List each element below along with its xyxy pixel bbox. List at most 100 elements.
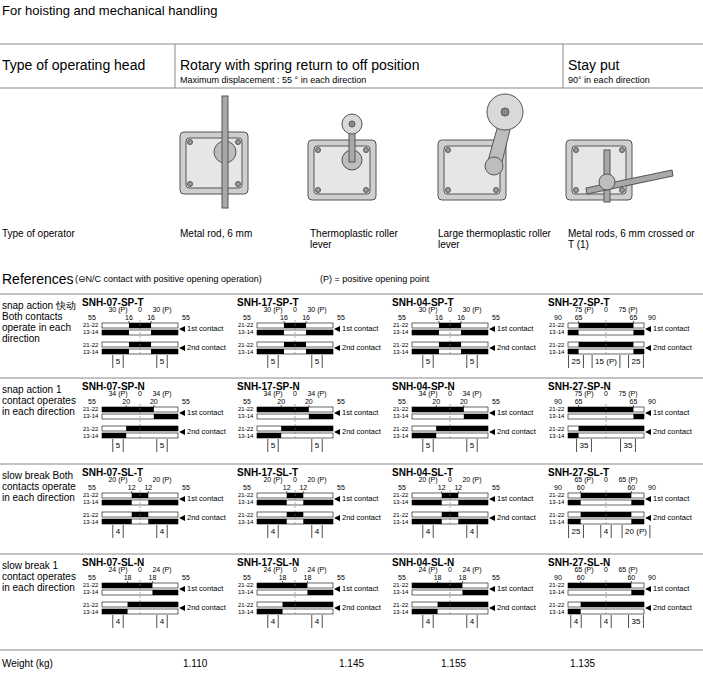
contact-diagram bbox=[102, 320, 185, 356]
zero-position-line bbox=[295, 580, 296, 616]
terminal-number: 21-22 bbox=[238, 426, 253, 433]
angle-value: 90 bbox=[648, 484, 656, 492]
contact-diagram bbox=[257, 320, 340, 356]
dimension-tick bbox=[311, 615, 312, 628]
contact-label: 1st contact bbox=[342, 495, 378, 503]
terminal-number: 21-22 bbox=[393, 512, 408, 519]
angle-value: 16 bbox=[125, 314, 133, 322]
travel-dimension: 4 bbox=[315, 618, 319, 627]
terminal-number: 13-14 bbox=[83, 413, 98, 420]
terminal-number: 13-14 bbox=[83, 499, 98, 506]
large-roller bbox=[487, 94, 523, 130]
screw bbox=[188, 140, 193, 145]
contact-label: 1st contact bbox=[187, 495, 223, 503]
dimension-tick bbox=[123, 355, 124, 368]
angle-value: 20 (P) bbox=[307, 476, 326, 484]
contact-closed-bar bbox=[102, 330, 129, 335]
operator-type: Large thermoplastic roller lever bbox=[438, 228, 558, 250]
contact-closed-bar bbox=[151, 330, 178, 335]
dimension-tick bbox=[267, 355, 268, 368]
travel-dimension: 4 bbox=[160, 618, 164, 627]
travel-dimension: 5 bbox=[160, 358, 164, 367]
switch-body bbox=[180, 132, 248, 194]
contact-closed-bar bbox=[283, 602, 333, 607]
angle-value: 0 bbox=[293, 306, 297, 314]
dimension-tick bbox=[466, 615, 467, 628]
contact-label: 2nd contact bbox=[342, 604, 381, 612]
row-heading: slow break Both contacts operate in each… bbox=[2, 470, 78, 503]
angle-value: 16 bbox=[280, 314, 288, 322]
dimension-tick bbox=[167, 615, 168, 628]
contact-closed-bar bbox=[412, 609, 438, 614]
terminal-number: 13-14 bbox=[393, 349, 408, 356]
angle-value: 16 bbox=[302, 314, 310, 322]
angle-value: 55 bbox=[243, 574, 251, 582]
terminal-number: 21-22 bbox=[393, 492, 408, 499]
threshold-tick bbox=[438, 321, 439, 323]
contact-closed-bar bbox=[309, 414, 333, 419]
angle-value: 65 bbox=[630, 398, 638, 406]
angle-value: 90 bbox=[554, 398, 562, 406]
screw bbox=[236, 140, 241, 145]
dimension-tick bbox=[643, 355, 644, 368]
angle-value: 0 bbox=[293, 476, 297, 484]
dimension-tick bbox=[267, 439, 268, 452]
contact-pointer bbox=[179, 586, 185, 592]
dimension-tick bbox=[156, 615, 157, 628]
angle-value: 16 bbox=[147, 314, 155, 322]
operating-head bbox=[599, 174, 615, 190]
terminal-number: 21-22 bbox=[83, 426, 98, 433]
threshold-tick bbox=[633, 321, 634, 323]
contact-label: 2nd contact bbox=[653, 344, 692, 352]
angle-value: 20 bbox=[305, 398, 313, 406]
contact-label: 2nd contact bbox=[342, 514, 381, 522]
dimension-tick bbox=[619, 355, 620, 368]
travel-dimension: 5 bbox=[160, 442, 164, 451]
page-title: For hoisting and mechanical handling bbox=[2, 4, 217, 18]
angle-value: 75 (P) bbox=[618, 306, 637, 314]
metal-rod bbox=[222, 96, 228, 208]
terminal-number: 21-22 bbox=[238, 492, 253, 499]
angle-value: 55 bbox=[337, 314, 345, 322]
contact-closed-bar bbox=[633, 349, 644, 354]
angle-value: 55 bbox=[337, 398, 345, 406]
threshold-tick bbox=[461, 321, 462, 323]
zero-position-line bbox=[140, 580, 141, 616]
angle-value: 55 bbox=[492, 574, 500, 582]
angle-value: 20 bbox=[277, 398, 285, 406]
terminal-number: 21-22 bbox=[238, 512, 253, 519]
angle-value: 65 (P) bbox=[618, 566, 637, 574]
contact-closed-bar bbox=[568, 519, 581, 524]
travel-dimension: 20 (P) bbox=[625, 528, 647, 537]
dimension-tick bbox=[477, 615, 478, 628]
contact-diagram bbox=[568, 320, 651, 356]
dimension-tick bbox=[620, 439, 621, 452]
terminal-number: 13-14 bbox=[238, 519, 253, 526]
contact-closed-bar bbox=[303, 500, 333, 505]
angle-value: 24 (P) bbox=[263, 566, 282, 574]
travel-dimension: 5 bbox=[470, 358, 474, 367]
threshold-tick bbox=[126, 405, 127, 407]
contact-label: 1st contact bbox=[187, 585, 223, 593]
contact-diagrams bbox=[102, 320, 651, 628]
angle-value: 20 (P) bbox=[108, 476, 127, 484]
section-heading: References bbox=[2, 272, 74, 287]
angle-value: 90 bbox=[554, 314, 562, 322]
threshold-tick bbox=[463, 405, 464, 407]
angle-value: 20 bbox=[150, 398, 158, 406]
travel-dimension: 5 bbox=[116, 442, 120, 451]
contact-closed-bar bbox=[436, 426, 488, 431]
switch-cover bbox=[314, 146, 370, 194]
contact-pointer bbox=[179, 326, 185, 332]
travel-dimension: 4 bbox=[271, 618, 275, 627]
contact-pointer bbox=[489, 429, 495, 435]
angle-value: 0 bbox=[604, 476, 608, 484]
dimension-tick bbox=[167, 525, 168, 538]
angle-value: 0 bbox=[604, 390, 608, 398]
contact-pointer bbox=[645, 345, 651, 351]
dimension-tick bbox=[583, 355, 584, 368]
threshold-tick bbox=[437, 581, 438, 583]
angle-value: 30 (P) bbox=[462, 306, 481, 314]
threshold-tick bbox=[631, 581, 632, 583]
angle-value: 55 bbox=[492, 398, 500, 406]
